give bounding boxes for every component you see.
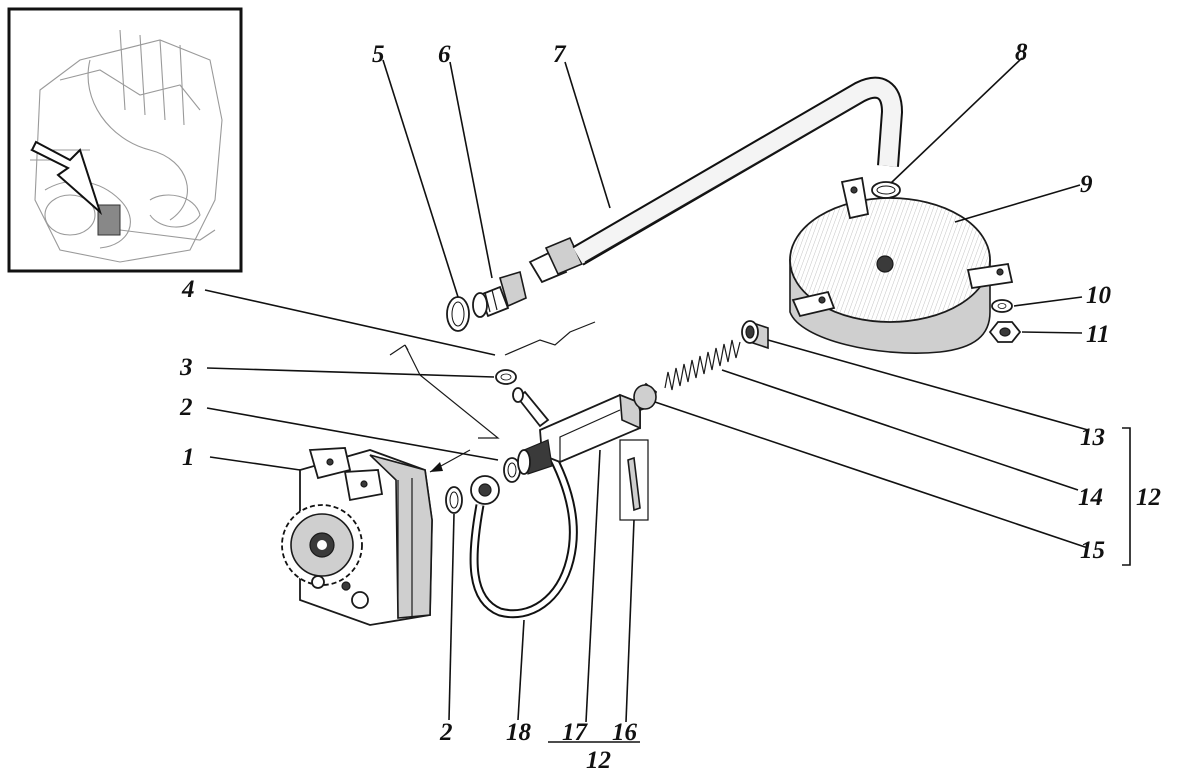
- pump-body: [281, 447, 433, 626]
- plug: [741, 320, 769, 350]
- leader-lines: [204, 57, 1131, 743]
- callout-10: 10: [1086, 282, 1112, 309]
- callout-3: 3: [179, 354, 193, 381]
- bent-pipe: [528, 76, 903, 284]
- oil-pipe: [469, 445, 578, 619]
- callout-15: 15: [1080, 537, 1105, 564]
- union-fitting: [472, 270, 527, 318]
- callout-2-top: 2: [179, 394, 193, 421]
- callout-7: 7: [553, 41, 567, 68]
- callout-5: 5: [372, 41, 385, 68]
- callout-16: 16: [612, 719, 638, 746]
- callout-9: 9: [1080, 171, 1093, 198]
- filter-housing: [789, 176, 1014, 354]
- callout-6: 6: [438, 41, 451, 68]
- callout-8: 8: [1015, 39, 1028, 66]
- valve-housing: [512, 387, 641, 475]
- callout-12-bottom: 12: [586, 747, 611, 774]
- callout-13: 13: [1080, 424, 1105, 451]
- callout-17: 17: [562, 719, 589, 746]
- hex-nut: [988, 321, 1022, 343]
- gasket-line: [504, 321, 596, 356]
- callout-12-bracket: 12: [1136, 484, 1161, 511]
- pointer-arrow-icon: [30, 140, 103, 216]
- callout-1: 1: [182, 444, 195, 471]
- callout-4: 4: [181, 276, 195, 303]
- callout-11: 11: [1086, 321, 1110, 348]
- callout-labels: 1 2 3 4 5 6 7 8 9 10 11 13 14 12 15 2 18…: [179, 39, 1161, 774]
- drive-gear: [281, 504, 363, 586]
- engine-locator-inset: [7, 7, 243, 273]
- callout-18: 18: [506, 719, 532, 746]
- spring: [664, 339, 741, 391]
- callout-2-bottom: 2: [439, 719, 453, 746]
- pin: [619, 439, 649, 521]
- plunger: [633, 382, 658, 412]
- callout-14: 14: [1078, 484, 1103, 511]
- assembly-guide-lines: [389, 344, 500, 473]
